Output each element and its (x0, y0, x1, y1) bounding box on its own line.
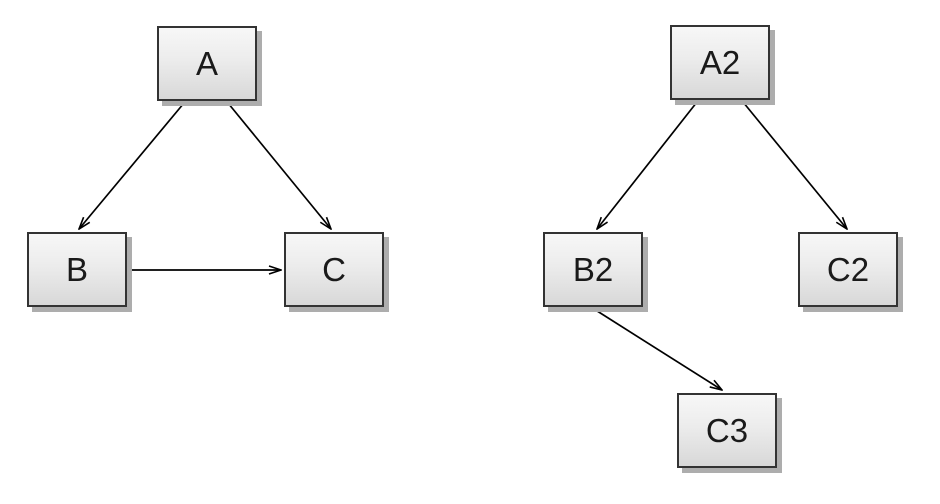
node-A[interactable]: A (157, 26, 257, 101)
edge-A-C (227, 102, 331, 229)
node-A2[interactable]: A2 (670, 25, 770, 100)
node-C2[interactable]: C2 (798, 232, 898, 307)
node-A2-label: A2 (699, 44, 741, 81)
node-B2[interactable]: B2 (543, 232, 643, 307)
node-C[interactable]: C (284, 232, 384, 307)
node-C2-label: C2 (826, 251, 870, 288)
edge-A-B (79, 102, 185, 229)
node-B2-label: B2 (572, 251, 614, 288)
node-B[interactable]: B (27, 232, 127, 307)
node-C-label: C (322, 251, 346, 288)
edge-A2-C2 (742, 101, 847, 229)
node-B-label: B (65, 251, 88, 288)
node-C3-label: C3 (705, 412, 749, 449)
node-C3[interactable]: C3 (677, 393, 777, 468)
edge-B2-C3 (593, 308, 722, 390)
edge-A2-B2 (597, 101, 698, 229)
node-A-label: A (195, 45, 218, 82)
